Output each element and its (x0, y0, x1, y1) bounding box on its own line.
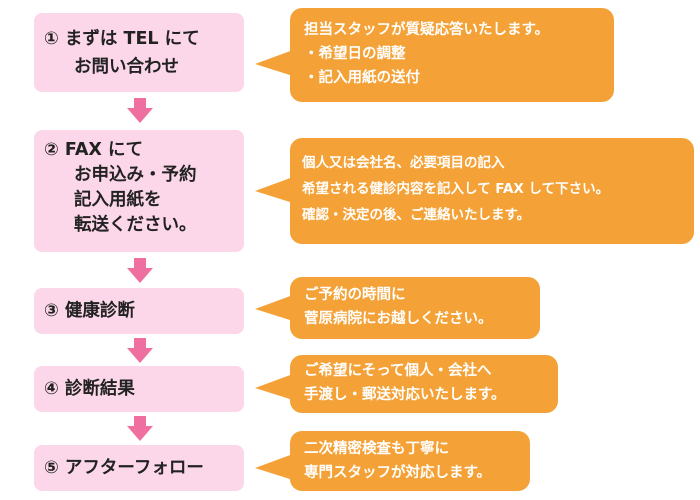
bubble-1: 担当スタッフが質疑応答いたします。 ・希望日の調整 ・記入用紙の送付 (290, 8, 614, 102)
bubble-2: 個人又は会社名、必要項目の記入 希望される健診内容を記入して FAX して下さい… (290, 138, 694, 244)
bubble-2-line-2: 希望される健診内容を記入して FAX して下さい。 (302, 181, 610, 197)
bubble-5-tail (255, 454, 293, 480)
bubble-4: ご希望にそって個人・会社へ 手渡し・郵送対応いたします。 (290, 355, 558, 413)
step-2-line-3: 記入用紙を (74, 190, 162, 210)
bubble-4-line-2: 手渡し・郵送対応いたします。 (304, 387, 506, 403)
bubble-3-line-1: ご予約の時間に (304, 287, 406, 303)
bubble-4-tail (255, 374, 293, 400)
bubble-4-line-1: ご希望にそって個人・会社へ (304, 363, 492, 379)
step-4-box: ④ 診断結果 (34, 366, 244, 412)
step-2-line-4: 転送ください。 (74, 215, 197, 235)
bubble-5: 二次精密検査も丁寧に 専門スタッフが対応します。 (290, 431, 530, 491)
down-arrow-icon-4 (127, 416, 153, 441)
bubble-1-line-3: ・記入用紙の送付 (304, 70, 420, 86)
bubble-1-line-2: ・希望日の調整 (304, 46, 406, 62)
step-2-line-1: ② FAX にて (44, 140, 143, 160)
bubble-1-line-1: 担当スタッフが質疑応答いたします。 (304, 22, 550, 38)
step-1-line-1: ① まずは TEL にて (44, 29, 200, 49)
bubble-5-line-2: 専門スタッフが対応します。 (304, 465, 492, 481)
step-5-line-1: ⑤ アフターフォロー (44, 458, 204, 478)
step-3-line-1: ③ 健康診断 (44, 301, 135, 321)
step-2-box: ② FAX にて お申込み・予約 記入用紙を 転送ください。 (34, 130, 244, 252)
step-1-line-2: お問い合わせ (74, 57, 179, 77)
step-3-box: ③ 健康診断 (34, 288, 244, 334)
down-arrow-icon-2 (127, 258, 153, 283)
bubble-2-line-1: 個人又は会社名、必要項目の記入 (302, 155, 505, 171)
step-5-box: ⑤ アフターフォロー (34, 445, 244, 491)
bubble-2-tail (255, 177, 293, 203)
down-arrow-icon-1 (127, 98, 153, 123)
bubble-3-line-2: 菅原病院にお越しください。 (304, 311, 493, 327)
bubble-1-tail (255, 50, 293, 76)
step-1-box: ① まずは TEL にて お問い合わせ (34, 13, 244, 92)
bubble-2-line-3: 確認・決定の後、ご連絡いたします。 (302, 207, 531, 223)
bubble-5-line-1: 二次精密検査も丁寧に (304, 441, 449, 457)
bubble-3: ご予約の時間に 菅原病院にお越しください。 (290, 277, 540, 339)
step-2-line-2: お申込み・予約 (74, 165, 197, 185)
down-arrow-icon-3 (127, 338, 153, 363)
step-4-line-1: ④ 診断結果 (44, 379, 135, 399)
bubble-3-tail (255, 295, 293, 321)
